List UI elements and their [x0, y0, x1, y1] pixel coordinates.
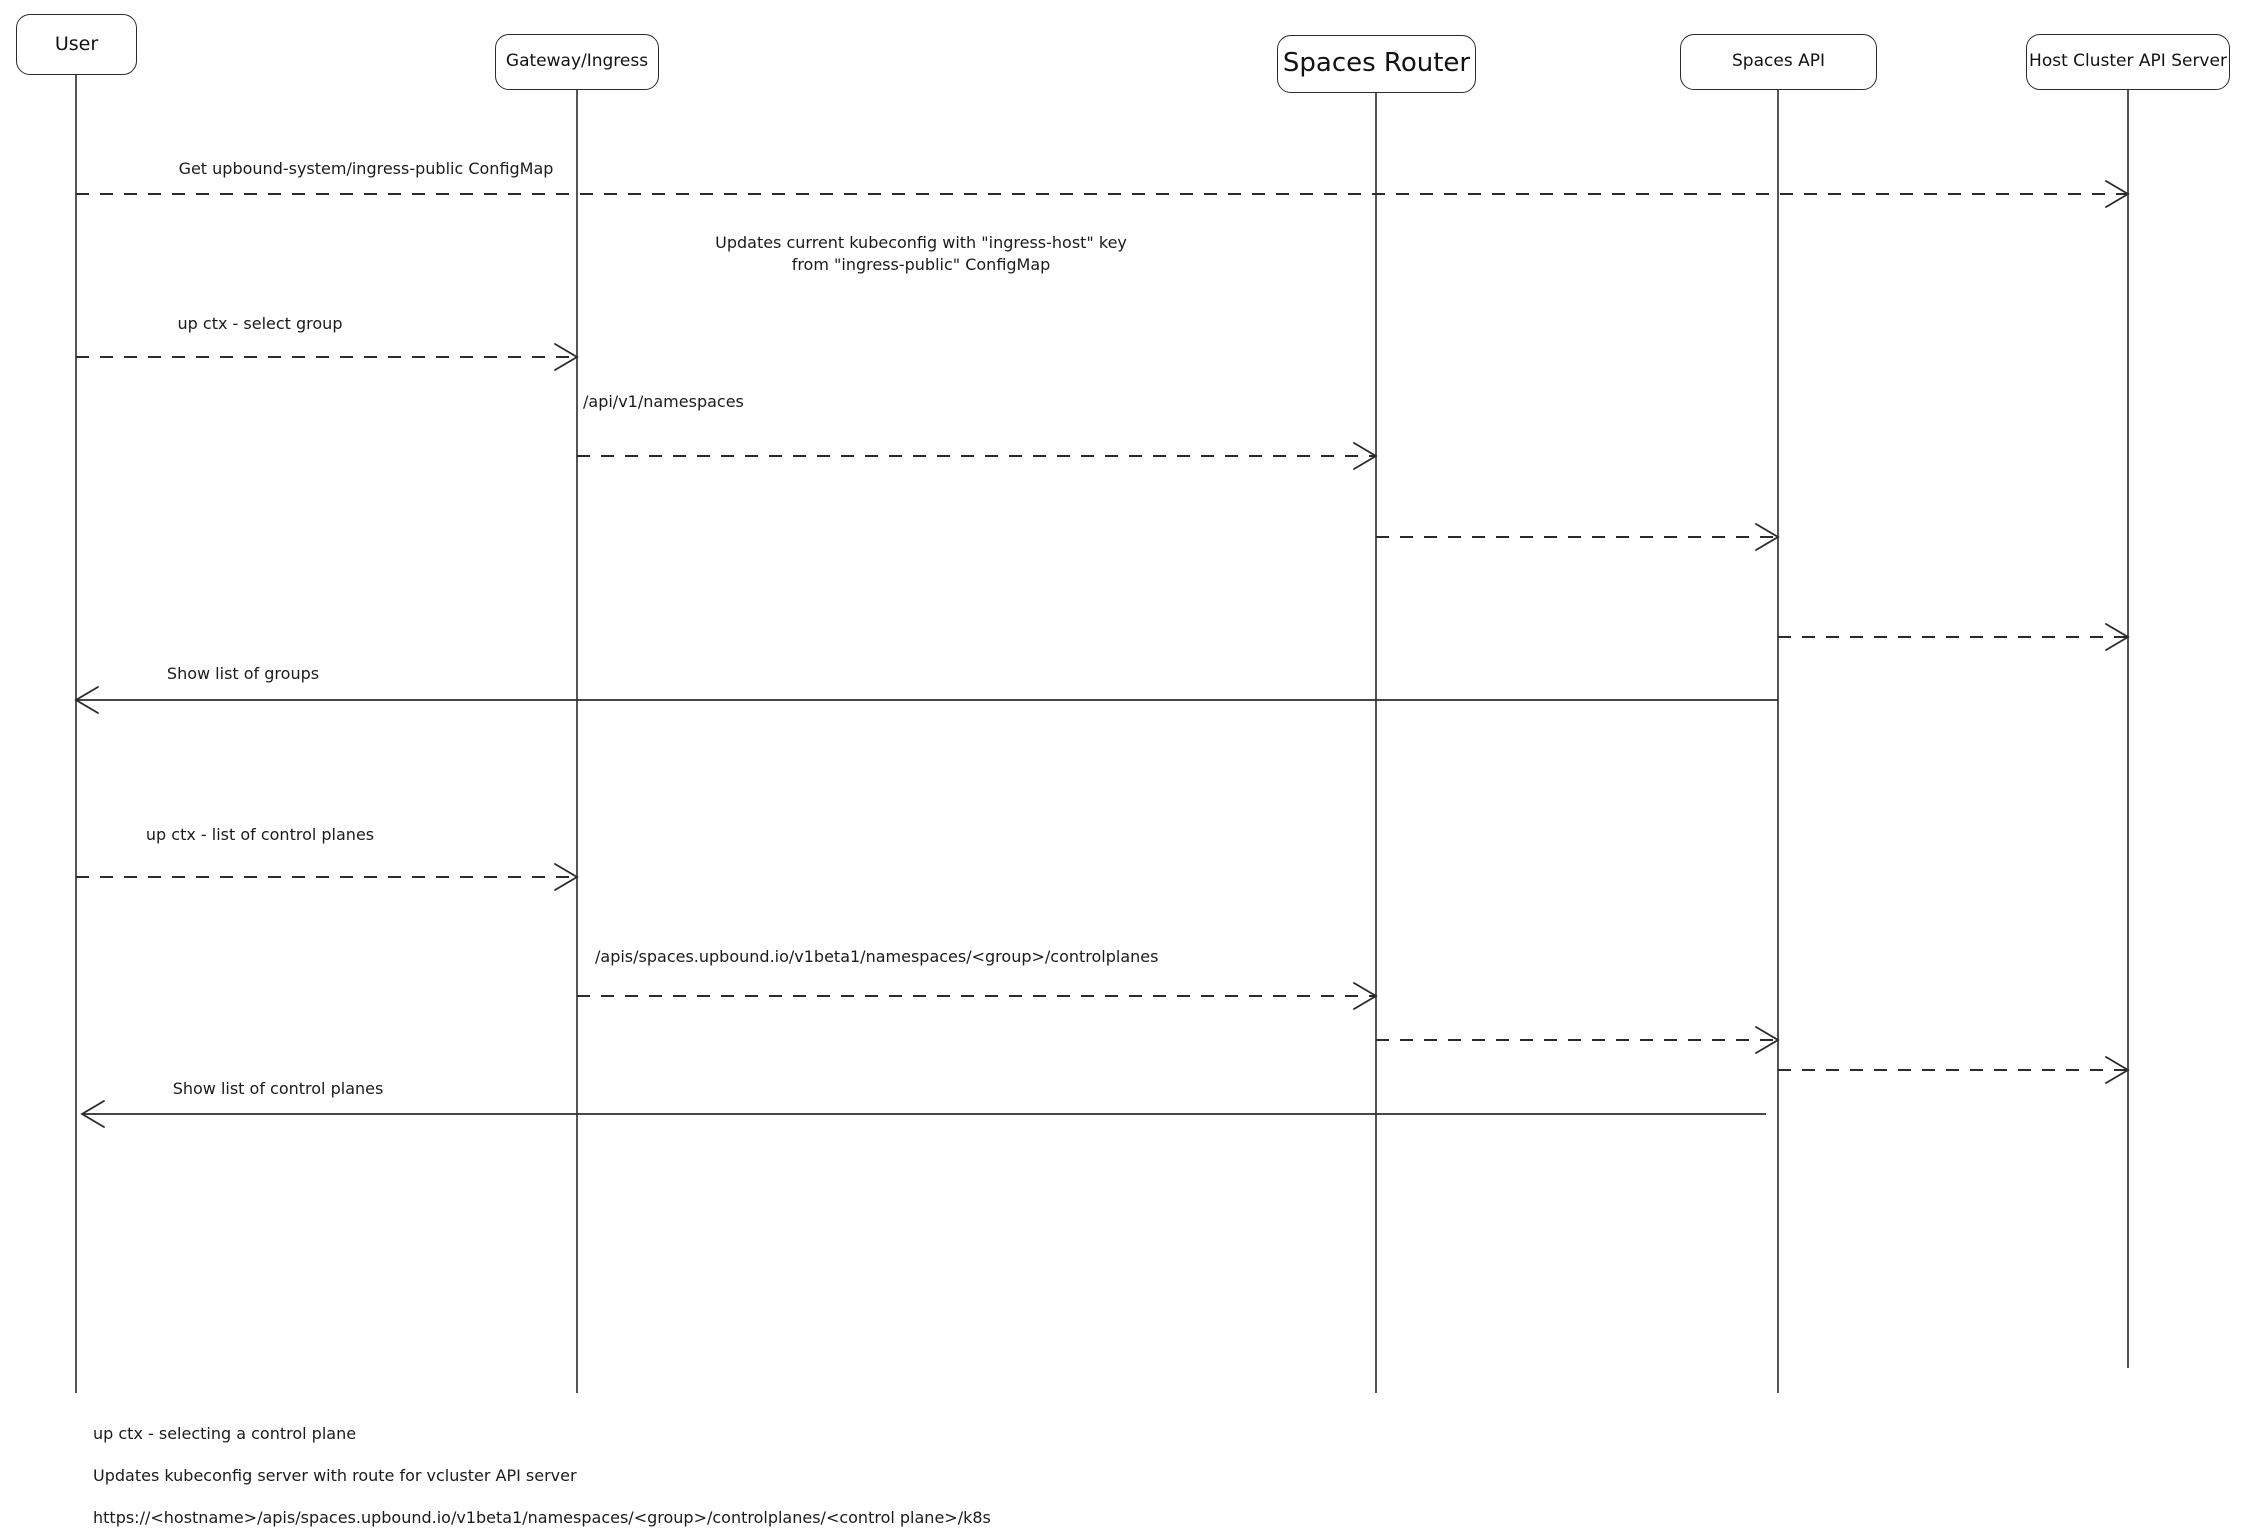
- participant-label-user: User: [54, 32, 99, 55]
- arrowhead-m5: [2105, 623, 2130, 651]
- participant-box-gateway[interactable]: Gateway/Ingress: [495, 34, 659, 90]
- arrowhead-m9: [1755, 1026, 1780, 1054]
- participant-label-spaces-router: Spaces Router: [1282, 48, 1471, 79]
- participant-box-host-cluster[interactable]: Host Cluster API Server: [2026, 34, 2230, 90]
- arrowhead-m4: [1755, 523, 1780, 551]
- message-label-m8: /apis/spaces.upbound.io/v1beta1/namespac…: [595, 947, 1159, 966]
- lifelines-group: [75, 75, 2129, 1393]
- arrowhead-m6: [74, 686, 99, 714]
- message-label-m1: Get upbound-system/ingress-public Config…: [178, 159, 554, 178]
- participant-box-user[interactable]: User: [16, 14, 137, 75]
- note-note-kubeconfig: Updates current kubeconfig with "ingress…: [715, 233, 1127, 274]
- arrowhead-m8: [1353, 982, 1378, 1010]
- arrowhead-m2: [554, 343, 579, 371]
- participant-label-spaces-api: Spaces API: [1732, 51, 1825, 72]
- arrowhead-m3: [1353, 442, 1378, 470]
- arrowhead-m7: [554, 863, 579, 891]
- arrowhead-m10: [2105, 1056, 2130, 1084]
- bottom-note-note-1: up ctx - selecting a control plane: [93, 1424, 357, 1443]
- message-label-m7: up ctx - list of control planes: [145, 825, 375, 844]
- message-label-m11: Show list of control planes: [172, 1079, 384, 1098]
- participant-box-spaces-router[interactable]: Spaces Router: [1277, 35, 1476, 93]
- arrowhead-m11: [80, 1100, 105, 1128]
- arrowhead-m1: [2105, 180, 2130, 208]
- message-label-m6: Show list of groups: [166, 664, 320, 683]
- message-label-m3: /api/v1/namespaces: [583, 392, 744, 411]
- bottom-note-note-2: Updates kubeconfig server with route for…: [93, 1466, 577, 1485]
- participant-label-host-cluster: Host Cluster API Server: [2029, 51, 2227, 72]
- message-label-m2: up ctx - select group: [177, 314, 343, 333]
- bottom-note-note-3: https://<hostname>/apis/spaces.upbound.i…: [93, 1508, 991, 1527]
- participant-box-spaces-api[interactable]: Spaces API: [1680, 34, 1877, 90]
- message-arrows-group: [74, 180, 2130, 1128]
- participant-label-gateway: Gateway/Ingress: [505, 51, 649, 72]
